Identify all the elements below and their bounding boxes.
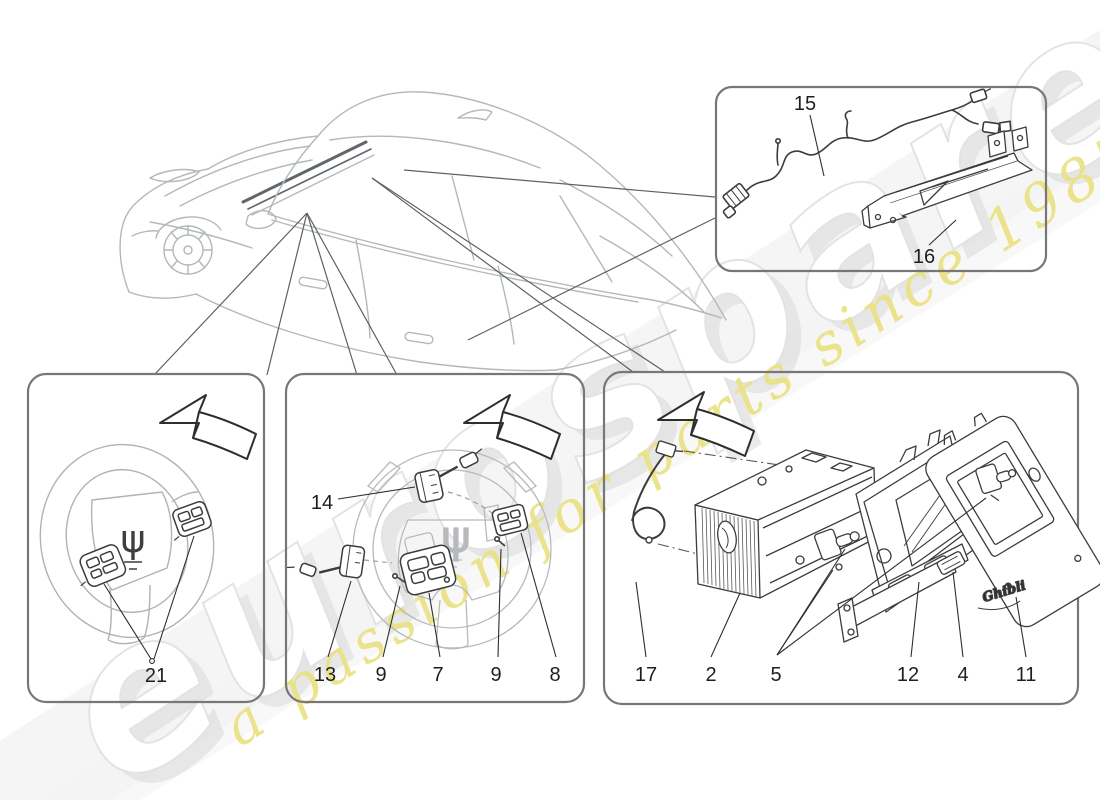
part-antenna-cable [631,440,684,544]
part-label-16[interactable]: 16 [913,246,935,268]
car-illustration [119,91,727,372]
part-label-2[interactable]: 2 [705,664,716,686]
part-paddle-switch-upper [414,448,483,503]
part-button-pod-left [399,544,457,596]
part-label-11[interactable]: 11 [1016,664,1037,686]
callout-lines-wheel [103,535,195,664]
part-label-7[interactable]: 7 [432,664,443,686]
part-label-17[interactable]: 17 [635,664,657,686]
part-label-13[interactable]: 13 [314,664,336,686]
part-wheel-switch-pod-right [172,500,212,541]
detail-box-wheel [26,372,266,704]
direction-arrow-icon [159,394,257,460]
part-label-14[interactable]: 14 [311,492,333,514]
part-support-plate [861,126,1033,229]
assembly-dashed-guides [363,491,493,564]
callout-lines-right-box [635,497,1027,658]
part-fixing-screw-fascia [975,463,1017,502]
svg-text:ψ: ψ [120,517,145,561]
part-label-4[interactable]: 4 [957,664,968,686]
callout-lines-top-box [809,114,957,246]
part-label-5[interactable]: 5 [770,664,781,686]
part-button-pod-right [491,503,529,537]
part-fixing-screw-unit [814,528,860,571]
callout-lines-mid-box [327,486,557,658]
part-paddle-switch-lower [286,544,366,579]
trident-logo-icon: ψ [120,517,146,570]
fixing-screws-mid [391,535,506,584]
part-support-bracket [936,551,966,575]
direction-arrow-icon [463,394,561,460]
part-wheel-switch-pod-left [79,544,127,587]
part-label-12[interactable]: 12 [897,664,919,686]
direction-arrow-icon [657,391,755,457]
part-label-8[interactable]: 8 [549,664,560,686]
part-wiring-harness [722,88,1012,219]
part-label-15[interactable]: 15 [794,93,816,115]
part-label-9a[interactable]: 9 [375,664,386,686]
detail-box-wheel-controls [284,372,586,704]
detail-box-harness [714,85,1048,273]
part-steering-wheel-ghost: ψ [352,449,552,650]
part-label-21[interactable]: 21 [145,665,167,687]
pointer-lines [154,169,716,376]
part-label-9b[interactable]: 9 [490,664,501,686]
